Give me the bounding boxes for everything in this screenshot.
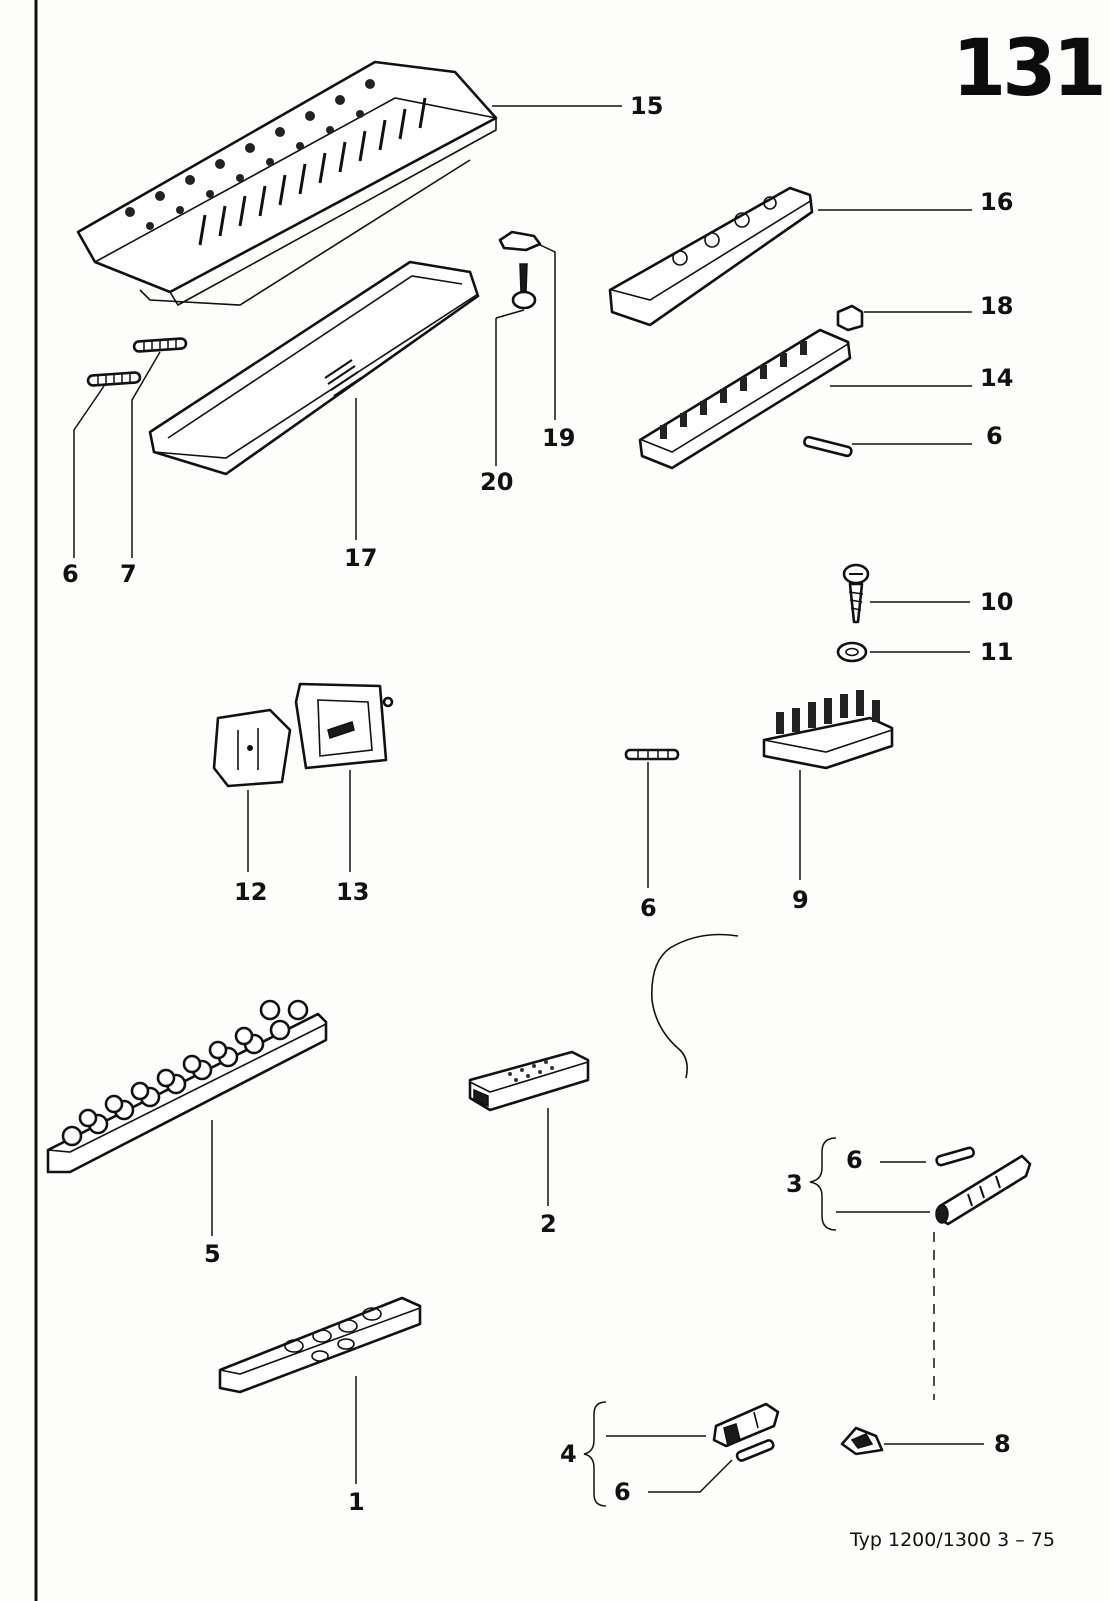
label-part-5: 5	[204, 1240, 221, 1268]
part-4-group-brace	[583, 1401, 607, 1507]
part-19-nut	[498, 230, 542, 252]
label-part-6-a: 6	[986, 422, 1003, 450]
part-14-terminal-block	[638, 328, 852, 470]
part-6-pin-d	[935, 1146, 975, 1167]
part-6-pin-a	[803, 435, 853, 458]
label-part-15: 15	[630, 92, 664, 120]
part-15-terminal-cover	[76, 60, 498, 307]
page-number: 131	[952, 24, 1107, 114]
loose-wire	[651, 933, 739, 1079]
part-8-clamp	[840, 1426, 884, 1456]
part-5-terminal-strip	[46, 999, 328, 1174]
part-7-spring	[132, 337, 188, 353]
part-10-screw	[842, 563, 870, 624]
part-12-cap	[212, 708, 292, 788]
part-11-washer	[836, 641, 868, 663]
label-part-17: 17	[344, 544, 378, 572]
label-part-19: 19	[542, 424, 576, 452]
label-part-9: 9	[792, 886, 809, 914]
label-part-7: 7	[120, 560, 137, 588]
part-18-clip	[836, 304, 864, 332]
part-3-cable-connector	[935, 1154, 1032, 1226]
part-6-spring-b	[86, 371, 142, 387]
label-part-1: 1	[348, 1488, 365, 1516]
part-6-pin-c	[624, 748, 680, 761]
label-part-20: 20	[480, 468, 514, 496]
part-16-cover-strip	[608, 186, 814, 327]
label-part-14: 14	[980, 364, 1014, 392]
part-6-pin-e	[735, 1439, 775, 1462]
part-13-frame	[294, 682, 394, 770]
part-20-screw	[511, 263, 537, 310]
part-4-fuse-holder	[712, 1402, 780, 1448]
label-part-12: 12	[234, 878, 268, 906]
model-type-footer: Typ 1200/1300 3 – 75	[850, 1529, 1055, 1551]
label-part-8: 8	[994, 1430, 1011, 1458]
label-part-6-e: 6	[614, 1478, 631, 1506]
label-part-6-c: 6	[640, 894, 657, 922]
label-part-16: 16	[980, 188, 1014, 216]
label-part-3: 3	[786, 1170, 803, 1198]
label-part-4: 4	[560, 1440, 577, 1468]
label-part-13: 13	[336, 878, 370, 906]
part-9-terminal-block	[762, 690, 894, 770]
label-part-11: 11	[980, 638, 1014, 666]
part-1-terminal-board	[218, 1296, 422, 1394]
part-17-tray	[148, 260, 480, 476]
part-3-group-brace	[809, 1137, 837, 1231]
label-part-18: 18	[980, 292, 1014, 320]
label-part-2: 2	[540, 1210, 557, 1238]
part-2-connector-box	[468, 1050, 590, 1112]
label-part-6-b: 6	[62, 560, 79, 588]
label-part-10: 10	[980, 588, 1014, 616]
label-part-6-d: 6	[846, 1146, 863, 1174]
